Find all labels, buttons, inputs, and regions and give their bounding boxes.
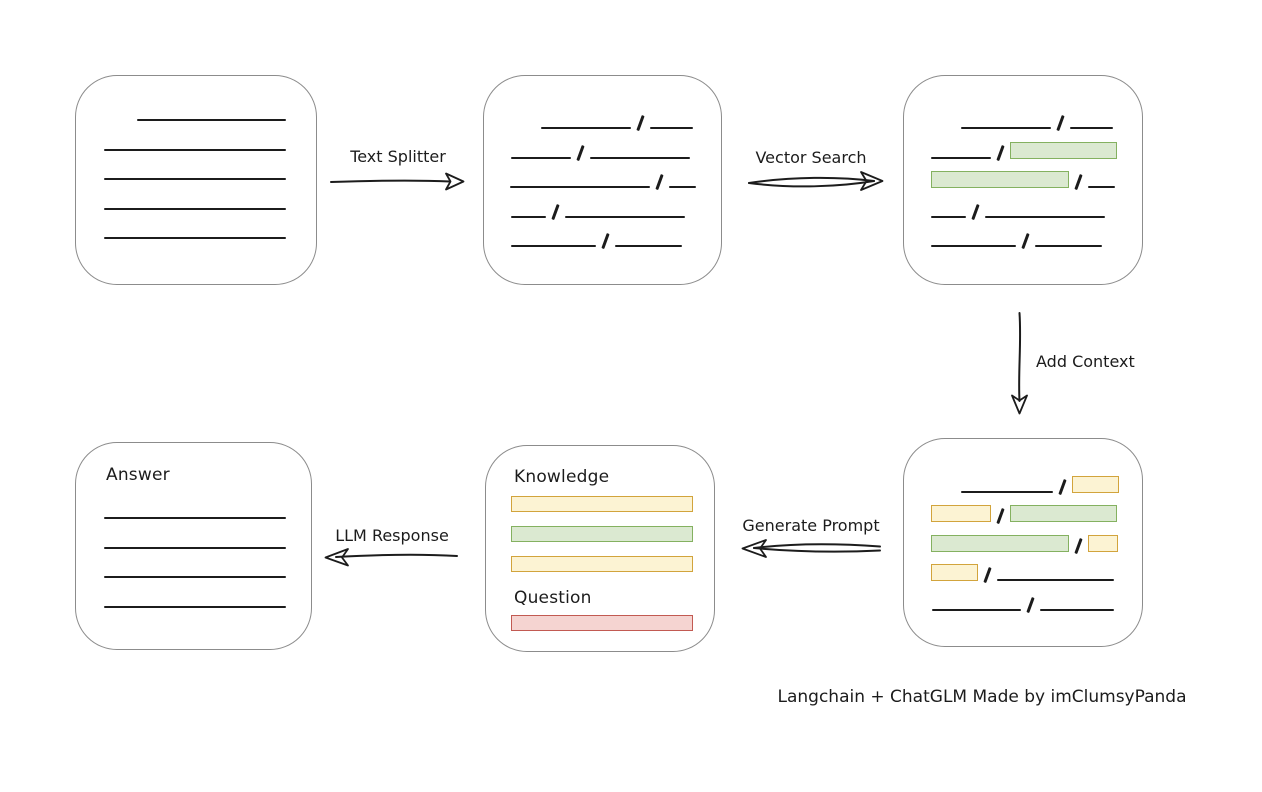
add-context-arrow [1011, 312, 1028, 415]
source-document-box [75, 75, 317, 285]
slash-separator [1026, 596, 1035, 613]
chunk-row [904, 188, 1142, 220]
chunk-row [904, 522, 1142, 554]
vector-search-label: Vector Search [755, 148, 867, 167]
green-chunk [1009, 141, 1117, 159]
llm-response-label: LLM Response [335, 526, 449, 545]
text-line [511, 215, 546, 218]
text-line [137, 119, 286, 121]
green-chunk [931, 534, 1069, 552]
chunk-row [484, 188, 721, 220]
chunk-row [76, 151, 316, 180]
text-line [104, 576, 286, 578]
chunk-row [76, 92, 316, 121]
text-line [614, 245, 682, 247]
chunk-row [484, 159, 721, 190]
llm-response-arrow [324, 548, 458, 567]
chunk-row [904, 581, 1142, 613]
chunk-row [76, 490, 311, 519]
green-chunk [1009, 505, 1117, 522]
text-line [564, 215, 685, 218]
text-line [104, 517, 286, 519]
text-line [589, 156, 690, 159]
yellow-chunk [1087, 534, 1118, 552]
add-context-label: Add Context [1036, 352, 1135, 371]
text-line [984, 215, 1105, 218]
knowledge-heading: Knowledge [514, 467, 610, 487]
chunk-row [904, 218, 1142, 249]
slash-separator [601, 233, 610, 249]
text-line [104, 148, 286, 151]
prompt-box: Knowledge Question [485, 445, 715, 652]
text-line [1039, 608, 1114, 611]
chunk-row [484, 218, 721, 249]
yellow-bar [511, 556, 693, 572]
text-line [932, 608, 1021, 611]
text-line [1087, 186, 1115, 188]
split-chunks-box [483, 75, 722, 285]
text-line [961, 490, 1053, 493]
text-line [961, 127, 1051, 129]
chunk-row [484, 129, 721, 161]
text-line [1034, 245, 1102, 247]
text-line [1069, 127, 1113, 129]
generate-prompt-label: Generate Prompt [742, 516, 880, 535]
question-heading: Question [514, 588, 592, 608]
answer-text-lines [76, 443, 311, 608]
chunk-row [76, 578, 311, 608]
chunk-row [76, 180, 316, 210]
text-line [668, 186, 696, 188]
caption-text: Langchain + ChatGLM Made by imClumsyPand… [777, 687, 1187, 707]
chunk-row [76, 519, 311, 549]
chunk-row [904, 100, 1142, 131]
yellow-bar [511, 496, 693, 512]
text-splitter-label: Text Splitter [350, 147, 446, 166]
matched-chunk-rows [904, 76, 1142, 249]
yellow-chunk [1071, 475, 1119, 493]
text-line [931, 245, 1016, 247]
split-chunk-rows [484, 76, 721, 249]
text-line [931, 156, 991, 159]
question-bars [511, 615, 693, 645]
text-line [104, 207, 286, 210]
green-chunk [931, 171, 1069, 188]
chunk-row [76, 549, 311, 578]
text-line [104, 605, 286, 608]
slash-separator [1021, 233, 1030, 249]
context-chunks-box [903, 438, 1143, 647]
text-line [649, 127, 693, 129]
text-line [511, 156, 571, 159]
text-line [541, 127, 631, 129]
text-line [104, 178, 286, 180]
chunk-row [904, 552, 1142, 583]
document-text-lines [76, 76, 316, 239]
knowledge-bars [511, 496, 693, 586]
text-line [510, 186, 650, 188]
vector-matched-chunks-box [903, 75, 1143, 285]
red-bar [511, 615, 693, 631]
chunk-row [904, 129, 1142, 161]
vector-search-arrow [748, 171, 884, 191]
yellow-chunk [931, 564, 978, 581]
text-splitter-arrow [330, 172, 465, 191]
chunk-row [484, 100, 721, 131]
chunk-row [904, 159, 1142, 190]
text-line [511, 245, 596, 247]
text-line [996, 579, 1114, 581]
yellow-chunk [931, 505, 991, 522]
chunk-row [76, 121, 316, 151]
generate-prompt-arrow [741, 539, 881, 558]
text-line [931, 215, 966, 218]
text-line [104, 546, 286, 549]
chunk-row [904, 463, 1142, 495]
green-bar [511, 526, 693, 542]
answer-heading: Answer [106, 465, 170, 485]
text-line [104, 237, 286, 239]
answer-box: Answer [75, 442, 312, 650]
chunk-row [904, 493, 1142, 524]
context-chunk-rows [904, 439, 1142, 613]
chunk-row [76, 210, 316, 239]
